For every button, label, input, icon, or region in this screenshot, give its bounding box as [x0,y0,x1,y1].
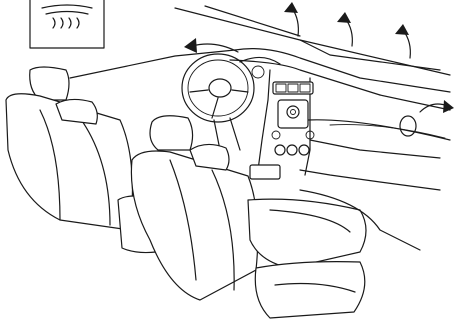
steering-wheel [182,54,254,160]
windshield-airflow-arrow-1 [284,2,298,36]
defroster-icon [30,0,104,48]
side-vent-right [400,116,416,136]
side-window-airflow-arrow-right [420,100,454,113]
windshield-airflow-arrow-3 [395,24,410,58]
front-seat-cushion [248,199,366,318]
windshield-airflow-arrow-2 [337,12,352,46]
windshield-outline [70,6,450,78]
front-passenger-seat [131,116,257,300]
center-console [250,82,314,179]
